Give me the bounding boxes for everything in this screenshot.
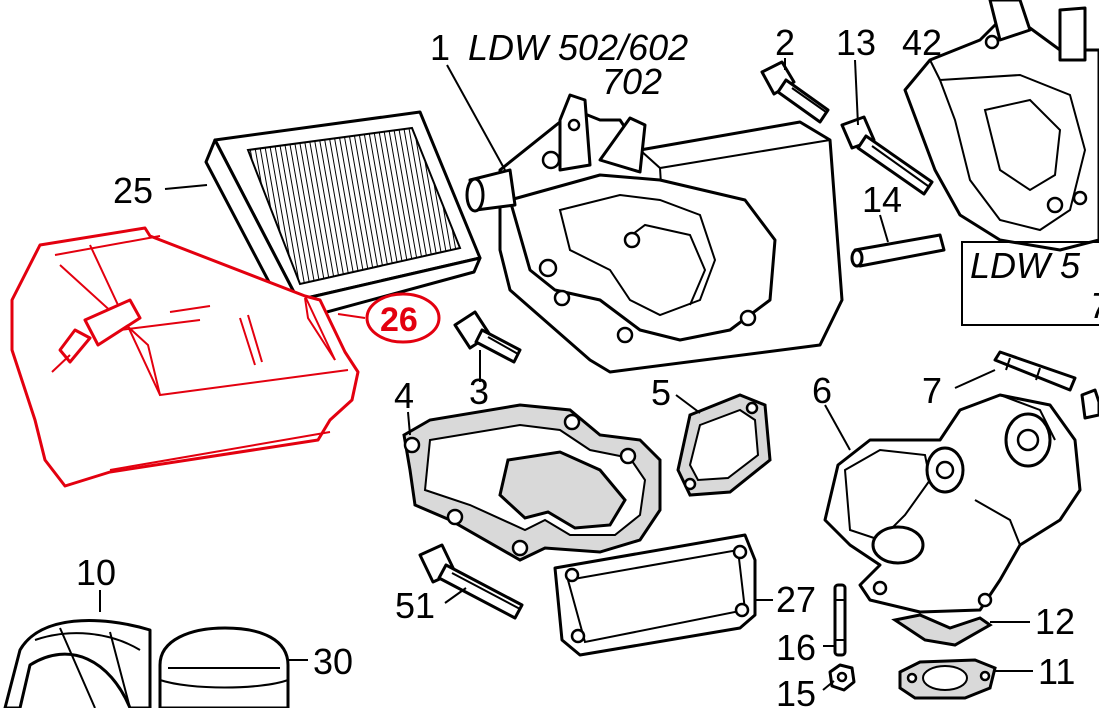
part-4-gasket[interactable] <box>402 403 662 562</box>
model-label-line2: 702 <box>602 61 662 102</box>
part-7-stud[interactable] <box>993 350 1077 392</box>
part-5-gasket[interactable] <box>676 393 772 497</box>
callout-26-ellipse[interactable] <box>365 292 441 344</box>
part-42-manifold-alt[interactable] <box>903 0 1099 252</box>
part-6-exhaust-manifold[interactable] <box>823 393 1082 614</box>
leader-lines <box>99 58 1033 691</box>
part-14-flange-gasket[interactable] <box>898 658 997 700</box>
cropped-model-label-line1: LDW 5 <box>970 245 1081 286</box>
part-30-bolt[interactable] <box>418 543 524 620</box>
label-part-10[interactable]: 10 <box>76 552 116 593</box>
part-51-cap[interactable] <box>158 626 290 708</box>
label-part-1[interactable]: 1 <box>430 27 450 68</box>
part-27-gasket[interactable] <box>553 533 757 657</box>
label-part-27[interactable]: 27 <box>776 579 816 620</box>
label-part-14[interactable]: 11 <box>1038 651 1075 692</box>
part-26-filter-cover[interactable] <box>10 226 360 488</box>
label-part-4[interactable]: 4 <box>394 375 414 416</box>
label-part-15[interactable]: 12 <box>1035 601 1075 642</box>
part-2-bolt[interactable] <box>760 60 830 124</box>
part-labels: 1 LDW 502/602 702 2 13 42 14 25 26 3 4 5… <box>76 22 1075 708</box>
part-25-filter-element[interactable] <box>204 110 482 324</box>
part-11-bolt[interactable] <box>840 115 934 196</box>
part-10-band[interactable] <box>3 618 152 708</box>
label-part-16[interactable]: 16 <box>776 627 816 668</box>
cropped-model-label-box: LDW 5 7 <box>961 241 1099 326</box>
label-part-7[interactable]: 7 <box>922 370 942 411</box>
label-part-11[interactable]: 13 <box>836 22 876 63</box>
label-part-25[interactable]: 25 <box>113 170 153 211</box>
label-part-12[interactable]: 14 <box>862 179 902 220</box>
cropped-model-label-line2: 7 <box>1090 285 1099 326</box>
callout-part-26[interactable]: 26 <box>365 292 441 344</box>
label-part-6[interactable]: 6 <box>812 370 832 411</box>
label-part-30[interactable]: 51 <box>395 585 435 626</box>
label-part-42[interactable]: 42 <box>902 22 942 63</box>
part-3-screw[interactable] <box>453 310 522 364</box>
part-16-stud[interactable] <box>833 583 847 657</box>
label-part-51[interactable]: 30 <box>313 641 353 682</box>
part-13-nut[interactable] <box>828 663 856 692</box>
cropped-nut <box>1080 388 1099 420</box>
part-12-pin[interactable] <box>850 233 946 268</box>
part-1-intake-manifold[interactable] <box>465 93 844 374</box>
label-part-5[interactable]: 5 <box>651 372 671 413</box>
part-15-gasket[interactable] <box>891 613 993 647</box>
label-part-26[interactable]: 26 <box>380 301 418 339</box>
label-part-13[interactable]: 15 <box>776 673 816 708</box>
model-label-line1: LDW 502/602 <box>468 27 688 68</box>
label-part-2[interactable]: 2 <box>775 22 795 63</box>
label-part-3[interactable]: 3 <box>469 371 489 412</box>
